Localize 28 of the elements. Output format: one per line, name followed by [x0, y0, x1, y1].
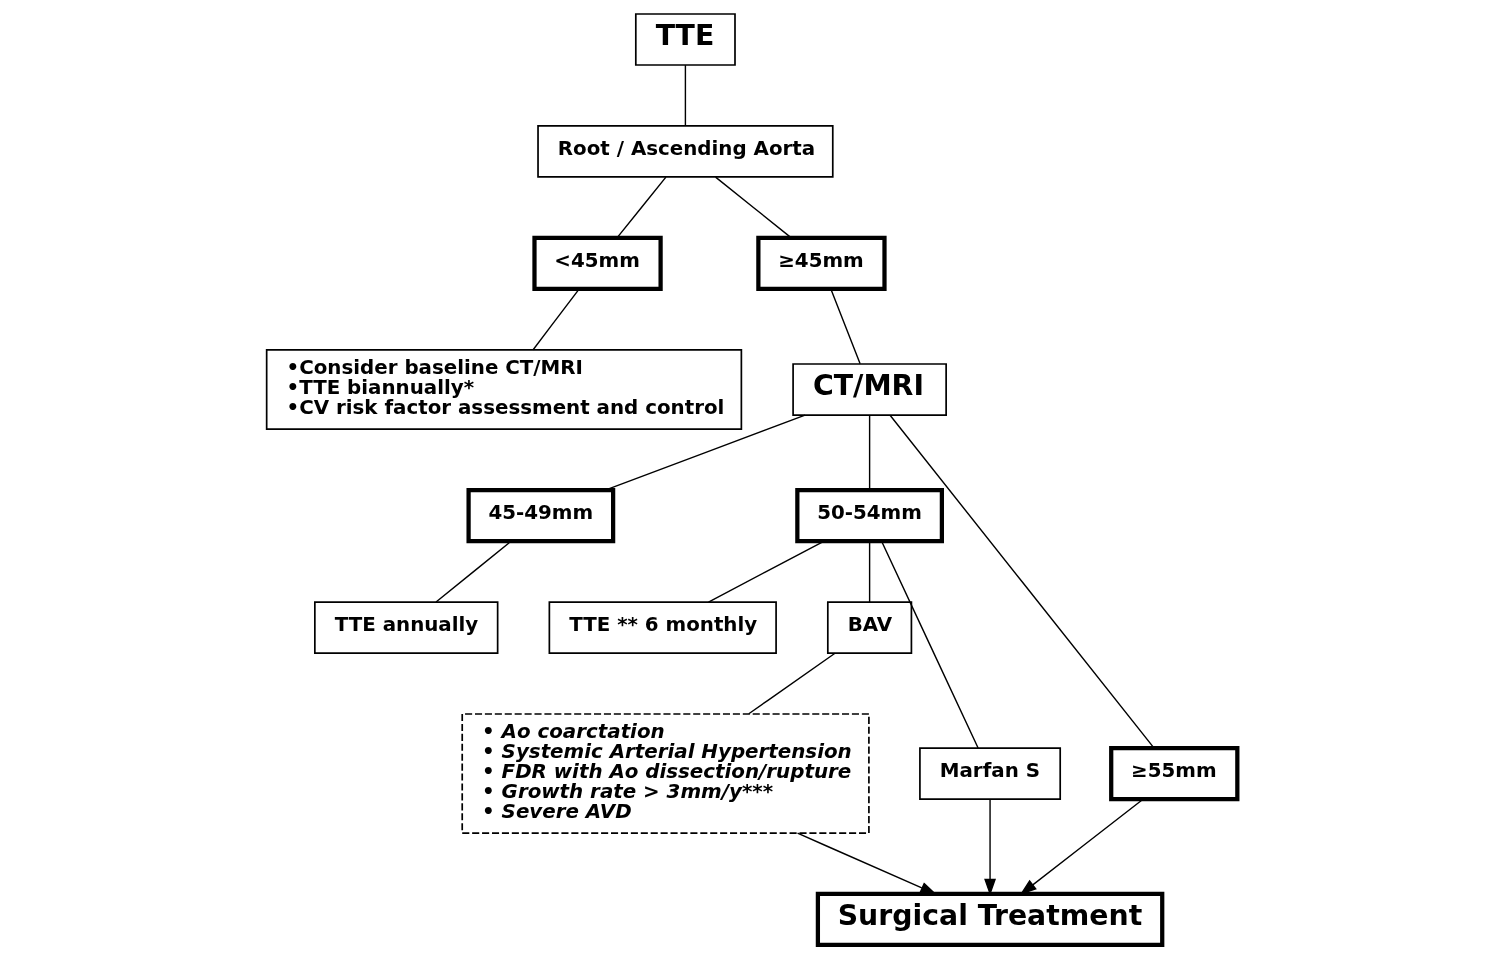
- connector: [880, 540, 979, 749]
- node-box: CT/MRI: [792, 363, 947, 416]
- node-box: Surgical Treatment: [815, 891, 1165, 948]
- node-box: Marfan S: [919, 747, 1062, 800]
- node-box: BAV: [826, 601, 913, 654]
- node-box: 50-54mm: [795, 488, 944, 544]
- node-box: 45-49mm: [466, 488, 616, 544]
- connector: [889, 414, 1155, 749]
- connector: [830, 288, 861, 365]
- node-box: TTE ** 6 monthly: [548, 601, 777, 654]
- connector: [868, 414, 871, 491]
- node-box: TTE annually: [314, 601, 499, 654]
- connector: [714, 176, 793, 239]
- connector: [748, 652, 836, 715]
- connector: [616, 176, 667, 239]
- connector: [684, 64, 687, 127]
- connector: [868, 540, 871, 603]
- connector: [707, 540, 825, 603]
- node-box: <45mm: [532, 235, 663, 292]
- node-box: • Ao coarctation • Systemic Arterial Hypertension • FDR with Ao dissection/rupture • Growth rate > 3mm/y*** • Severe AVD: [461, 713, 870, 834]
- node-box: ≥45mm: [756, 235, 887, 292]
- arrow: [1019, 798, 1144, 895]
- node-box: Root / Ascending Aorta: [537, 125, 834, 178]
- node-box: TTE: [634, 13, 736, 66]
- node-box: ≥55mm: [1109, 745, 1240, 802]
- node-box: •Consider baseline CT/MRI •TTE biannually* •CV risk factor assessment and control: [265, 349, 743, 431]
- connector: [435, 540, 512, 603]
- connector: [532, 288, 580, 351]
